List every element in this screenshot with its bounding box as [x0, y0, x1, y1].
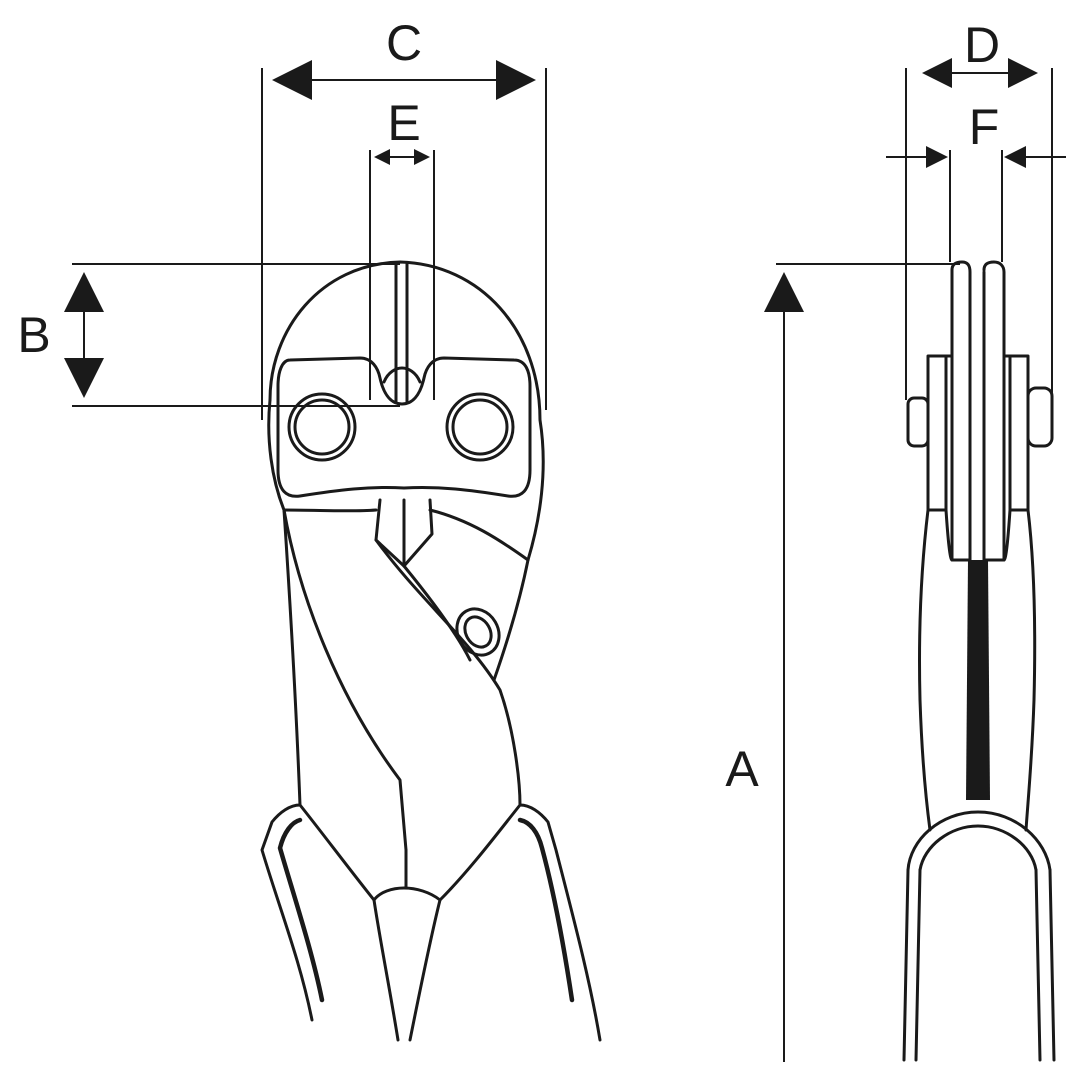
side-body-left: [917, 508, 932, 832]
pivot-bolt-right: [445, 392, 515, 462]
right-handle-inner: [438, 803, 522, 902]
side-plate-left: [926, 354, 948, 512]
handle-center-bridge-left: [372, 898, 400, 1042]
dimension-e: E: [369, 95, 435, 400]
dimension-b-label: B: [17, 307, 50, 363]
left-handle-inner: [298, 803, 376, 902]
dimension-d-label: D: [964, 17, 1000, 73]
dimension-d-arrow-right: [1008, 58, 1038, 88]
left-lever-arm-outer: [282, 508, 408, 852]
left-lever-arm-inner: [282, 508, 302, 807]
jaw-notch: [382, 366, 422, 384]
side-inner-left: [944, 508, 972, 562]
dimension-f: F: [886, 99, 1066, 262]
handle-center-bridge: [372, 886, 442, 1042]
dimension-c: C: [261, 15, 547, 420]
dimension-a-label: A: [725, 741, 759, 797]
dimension-a: A: [725, 263, 960, 1062]
dimension-c-arrow-left: [272, 60, 312, 100]
right-handle-outer: [518, 803, 602, 1042]
dimension-a-arrow-top: [764, 272, 804, 312]
dimension-e-label: E: [387, 95, 420, 151]
right-lever-arm-inner: [374, 538, 522, 807]
side-bolt-right: [1026, 386, 1054, 448]
side-center-spine: [966, 560, 990, 800]
side-handle-fork-inner: [918, 824, 1038, 872]
spring-coil-inner: [463, 615, 493, 649]
side-handle-right-outer: [1048, 868, 1056, 1062]
dimension-b-arrow-bottom: [64, 358, 104, 398]
cover-plate: [276, 356, 532, 498]
left-handle-outer: [260, 803, 314, 1022]
dimension-d: D: [905, 17, 1053, 400]
jaw-lower-edge-right: [428, 508, 530, 562]
pivot-bolt-left: [287, 392, 357, 462]
dimension-d-arrow-left: [922, 58, 952, 88]
side-profile: [902, 260, 1056, 1062]
spring-coil: [455, 607, 501, 657]
pivot-bolt-right-inner: [451, 398, 509, 456]
front-handles: [260, 803, 602, 1042]
side-handle-left-outer: [902, 868, 910, 1062]
side-bolt-left: [906, 396, 930, 448]
front-view: C E B: [17, 15, 602, 1042]
side-view: D F A: [725, 17, 1066, 1062]
pivot-bolt-left-inner: [293, 398, 351, 456]
dimension-b-arrow-top: [64, 272, 104, 312]
dimension-f-arrow-left: [926, 146, 948, 168]
cutter-head: [267, 260, 545, 657]
jaw-lower-edge-left: [282, 508, 378, 513]
side-inner-right: [982, 508, 1012, 562]
side-jaw-left: [950, 260, 972, 562]
dimension-c-label: C: [386, 15, 422, 71]
left-handle-grip: [277, 817, 325, 1003]
lever-arms: [282, 508, 530, 852]
head-outline-left: [267, 398, 286, 512]
side-handle-right-inner: [1034, 868, 1042, 1062]
side-handle-fork-outer: [906, 810, 1052, 872]
side-handle-left-inner: [914, 868, 922, 1062]
dimension-c-arrow-right: [496, 60, 536, 100]
dimension-b: B: [17, 263, 400, 407]
right-lever-arm-outer: [492, 558, 530, 682]
center-lever-edge: [402, 564, 472, 662]
dimension-f-label: F: [969, 99, 1000, 155]
dimension-f-arrow-right: [1004, 146, 1026, 168]
right-handle-grip: [517, 817, 575, 1003]
side-plate-right: [1008, 354, 1030, 512]
dimension-e-arrow-right: [414, 149, 430, 165]
side-jaw-right: [982, 260, 1006, 562]
head-outline: [268, 260, 545, 562]
dimension-e-arrow-left: [374, 149, 390, 165]
side-body-right: [1024, 508, 1037, 832]
